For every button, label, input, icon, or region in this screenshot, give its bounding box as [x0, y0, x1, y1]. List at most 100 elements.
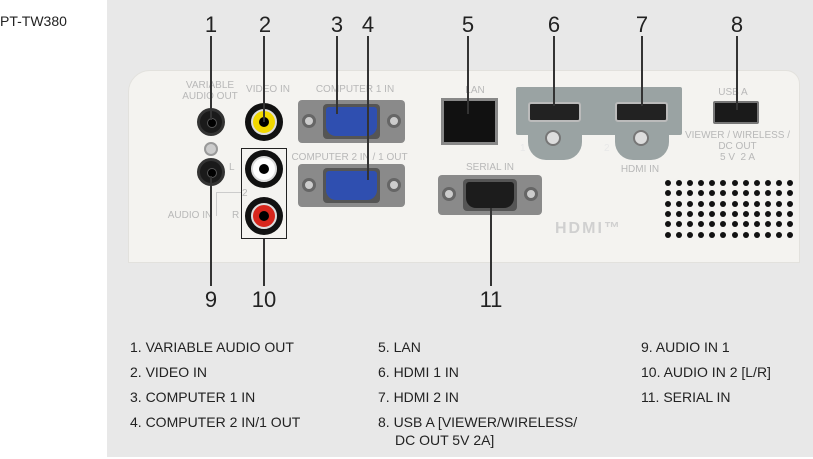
grille-hole — [742, 221, 749, 228]
grille-hole — [787, 200, 794, 207]
callout-2: 2 — [258, 12, 272, 37]
panel-label-hdmi2: 2 — [604, 143, 610, 154]
grille-hole — [720, 211, 727, 218]
grille-hole — [787, 231, 794, 238]
grille-hole — [686, 200, 693, 207]
callout-5: 5 — [461, 12, 475, 37]
grille-hole — [664, 221, 671, 228]
grille-hole — [686, 221, 693, 228]
grille-hole — [664, 231, 671, 238]
grille-hole — [787, 221, 794, 228]
panel-label-l: L — [229, 162, 235, 173]
grille-hole — [720, 231, 727, 238]
grille-hole — [698, 200, 705, 207]
rca-hole — [259, 164, 269, 174]
grille-hole — [686, 211, 693, 218]
callout-line — [263, 239, 265, 286]
panel-label-r: R — [232, 210, 240, 221]
callout-line — [736, 36, 738, 110]
grille-hole — [731, 190, 738, 197]
grille-hole — [709, 231, 716, 238]
grille-hole — [675, 190, 682, 197]
grille-hole — [765, 180, 772, 187]
callout-8: 8 — [730, 12, 744, 37]
grille-hole — [776, 231, 783, 238]
grille-hole — [698, 180, 705, 187]
grille-hole — [742, 211, 749, 218]
model-label: PT-TW380 — [0, 13, 67, 29]
grille-hole — [698, 231, 705, 238]
callout-line — [490, 208, 492, 286]
grille-hole — [731, 221, 738, 228]
screw-icon — [545, 130, 561, 146]
callout-4: 4 — [361, 12, 375, 37]
audio-in-1-jack — [197, 158, 225, 186]
grille-hole — [698, 221, 705, 228]
grille-hole — [709, 211, 716, 218]
grille-hole — [765, 221, 772, 228]
legend-item: 9. AUDIO IN 1 — [641, 339, 730, 355]
grille-hole — [753, 180, 760, 187]
panel-label-lan: LAN — [465, 85, 485, 96]
grille-hole — [776, 200, 783, 207]
computer-1-vga-port — [298, 100, 405, 143]
grille-hole — [664, 211, 671, 218]
screw-icon — [387, 114, 401, 128]
callout-1: 1 — [204, 12, 218, 37]
grille-hole — [720, 190, 727, 197]
screw-icon — [302, 178, 316, 192]
legend-item: 6. HDMI 1 IN — [378, 364, 459, 380]
callout-line — [641, 36, 643, 106]
callout-9: 9 — [204, 287, 218, 312]
grille-hole — [753, 200, 760, 207]
grille-hole — [765, 211, 772, 218]
legend-item: 11. SERIAL IN — [641, 389, 731, 405]
rca-hole — [259, 211, 269, 221]
grille-hole — [675, 231, 682, 238]
grille-hole — [776, 180, 783, 187]
screw-icon — [204, 142, 218, 156]
audio-in-2-box — [241, 148, 287, 239]
screw-icon — [524, 187, 538, 201]
callout-10: 10 — [251, 287, 277, 312]
rca-ring — [251, 203, 277, 229]
grille-hole — [731, 200, 738, 207]
panel-label-variable-audio-out: VARIABLE AUDIO OUT — [182, 80, 238, 102]
screw-icon — [442, 187, 456, 201]
grille-hole — [753, 211, 760, 218]
grille-hole — [709, 200, 716, 207]
legend-item: 3. COMPUTER 1 IN — [130, 389, 256, 405]
grille-hole — [675, 200, 682, 207]
grille-hole — [753, 190, 760, 197]
grille-hole — [675, 221, 682, 228]
callout-line — [367, 36, 369, 180]
panel-label-hdmi-in: HDMI IN — [620, 164, 660, 175]
video-in-rca — [245, 103, 283, 141]
grille-hole — [753, 221, 760, 228]
grille-hole — [731, 211, 738, 218]
lan-port — [441, 98, 498, 145]
grille-hole — [664, 180, 671, 187]
grille-hole — [776, 190, 783, 197]
grille-hole — [720, 221, 727, 228]
grille-hole — [742, 190, 749, 197]
grille-hole — [742, 200, 749, 207]
panel-label-computer1: COMPUTER 1 IN — [315, 84, 395, 95]
grille-hole — [720, 180, 727, 187]
grille-hole — [765, 231, 772, 238]
legend-item: 8. USB A [VIEWER/WIRELESS/ — [378, 414, 578, 430]
callout-3: 3 — [330, 12, 344, 37]
panel-label-computer2: COMPUTER 2 IN / 1 OUT — [291, 152, 408, 163]
legend-item: 7. HDMI 2 IN — [378, 389, 459, 405]
callout-line — [467, 36, 469, 114]
screw-icon — [302, 114, 316, 128]
callout-11: 11 — [479, 287, 503, 312]
grille-hole — [742, 180, 749, 187]
grille-hole — [686, 190, 693, 197]
grille-hole — [731, 180, 738, 187]
screw-icon — [387, 178, 401, 192]
speaker-grille — [662, 178, 796, 240]
grille-hole — [787, 180, 794, 187]
grille-hole — [765, 200, 772, 207]
panel-label-video-in: VIDEO IN — [246, 84, 290, 95]
